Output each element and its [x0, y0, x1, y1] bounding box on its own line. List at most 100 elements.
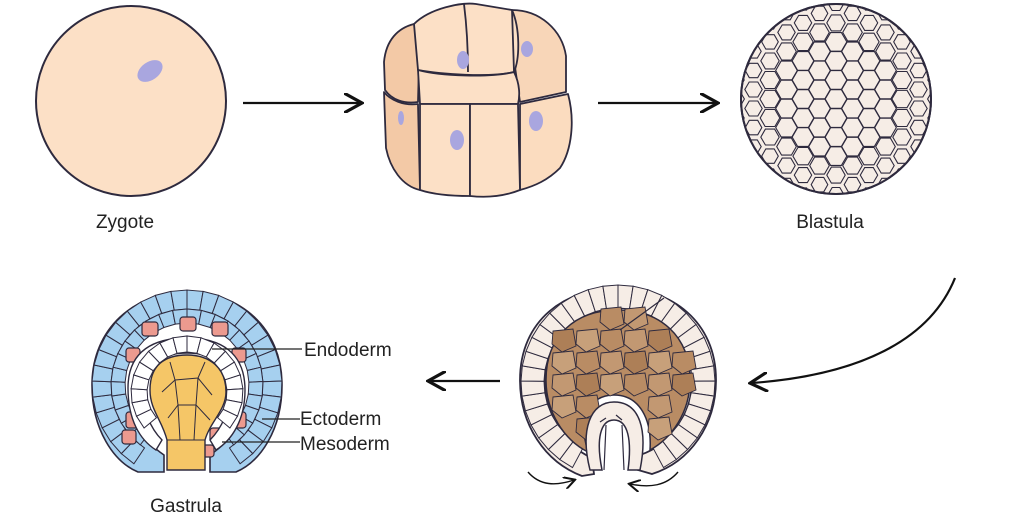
- blastula-cell: [875, 42, 896, 61]
- endoderm-label: Endoderm: [304, 340, 392, 361]
- yolk-cell: [575, 372, 601, 397]
- arrow-blastula-to-early-gastrula: [752, 277, 957, 383]
- ectoderm-cell: [91, 380, 113, 398]
- blastula-cell: [813, 198, 827, 210]
- blastula-cell: [777, 24, 796, 41]
- blastula-cell: [876, 24, 895, 41]
- blastula-cell: [858, 32, 880, 52]
- cleavage-embryo: [383, 2, 573, 198]
- blastula-cell: [810, 5, 829, 22]
- blastula-cell: [744, 100, 763, 117]
- blastula-cell: [826, 14, 846, 32]
- blastula-cell: [792, 146, 814, 166]
- blastula-cell: [793, 14, 813, 31]
- blastula-cell: [760, 128, 780, 146]
- mesoderm-label: Mesoderm: [300, 434, 390, 455]
- blastula-cell: [909, 100, 928, 117]
- blastula-cell: [824, 146, 848, 166]
- blastula-cell: [927, 111, 931, 125]
- yolk-cell: [671, 372, 697, 397]
- archenteron-gut: [149, 354, 227, 471]
- ectoderm-label: Ectoderm: [300, 409, 381, 430]
- blastula-cell: [842, 23, 863, 42]
- endoderm-cell: [130, 388, 149, 404]
- blastula-cell: [843, 5, 862, 22]
- yolk-cell: [647, 394, 673, 419]
- blastula-cell: [761, 148, 779, 164]
- cleavage-nuclei: [398, 41, 543, 150]
- archenteron: [585, 401, 644, 471]
- blastula-cell: [792, 32, 814, 52]
- blastula-cell: [846, 198, 860, 210]
- blastula-cell: [909, 62, 928, 79]
- yolk-cell: [551, 394, 577, 419]
- endoderm-cell: [216, 408, 239, 429]
- blastula-cell: [744, 81, 763, 98]
- blastula-cell: [892, 128, 912, 146]
- blastula-cell: [859, 167, 879, 184]
- blastula-cell: [891, 89, 913, 109]
- yolk-cell: [647, 350, 673, 375]
- zygote-nucleus: [137, 60, 163, 82]
- ectoderm-cells: [91, 289, 283, 465]
- zygote-cell: [35, 5, 227, 197]
- ectoderm-cell: [246, 366, 264, 383]
- ectoderm-cell: [228, 439, 254, 465]
- blastula-cell: [810, 176, 829, 193]
- blastula-cell: [927, 73, 931, 87]
- yolk-cell: [551, 372, 577, 397]
- gut-cell-lines: [161, 361, 213, 441]
- blastula-cell: [892, 52, 912, 70]
- blastula-label: Blastula: [796, 212, 864, 233]
- ectoderm-cell: [170, 289, 188, 311]
- blastula-cell: [857, 127, 881, 147]
- blastula-cell: [875, 137, 896, 156]
- blastula-cell: [858, 146, 880, 166]
- inward-arrow-left: [527, 471, 574, 484]
- blastula-cell: [926, 92, 931, 106]
- blastula-cell: [793, 167, 813, 184]
- gastrula-label: Gastrula: [150, 496, 222, 517]
- yolk-cell: [599, 306, 625, 331]
- zygote: [35, 5, 227, 197]
- yolk-cell: [647, 372, 673, 397]
- blastula-cell: [891, 108, 913, 128]
- yolk-cell: [599, 372, 625, 397]
- gastrula: [91, 289, 283, 473]
- blastula-cell: [741, 92, 746, 106]
- blastula-cell: [759, 108, 781, 128]
- yolk-cell: [599, 350, 625, 375]
- blastula-cell: [859, 14, 879, 31]
- blastula-cell: [909, 81, 928, 98]
- blastula-cell: [826, 166, 846, 184]
- blastula-cell: [843, 176, 862, 193]
- endoderm-cells: [130, 335, 244, 429]
- blastula-cell: [891, 70, 913, 90]
- yolk-cell: [575, 328, 601, 353]
- blastula: [740, 3, 932, 210]
- yolk-cell: [623, 372, 649, 397]
- yolk-cells: [551, 306, 697, 441]
- early-gastrula: [519, 284, 717, 486]
- blastula-cell: [759, 89, 781, 109]
- yolk-cell: [623, 350, 649, 375]
- blastula-cell: [760, 52, 780, 70]
- blastula-cell: [827, 4, 845, 12]
- yolk-cell: [647, 416, 673, 441]
- yolk-cell: [671, 350, 697, 375]
- blastula-cell: [776, 137, 797, 156]
- yolk-cell: [647, 328, 673, 353]
- ectoderm-cell: [110, 380, 127, 397]
- yolk-cell: [551, 350, 577, 375]
- blastula-cell: [759, 70, 781, 90]
- blastula-cell: [876, 157, 895, 174]
- blastula-cell: [827, 186, 845, 194]
- blastula-cell: [761, 34, 779, 50]
- yolk-cell: [551, 328, 577, 353]
- inward-arrow-right: [630, 471, 679, 486]
- yolk-cell: [575, 350, 601, 375]
- blastula-cell: [776, 42, 797, 61]
- blastula-cell: [842, 156, 863, 175]
- yolk-cell: [599, 328, 625, 353]
